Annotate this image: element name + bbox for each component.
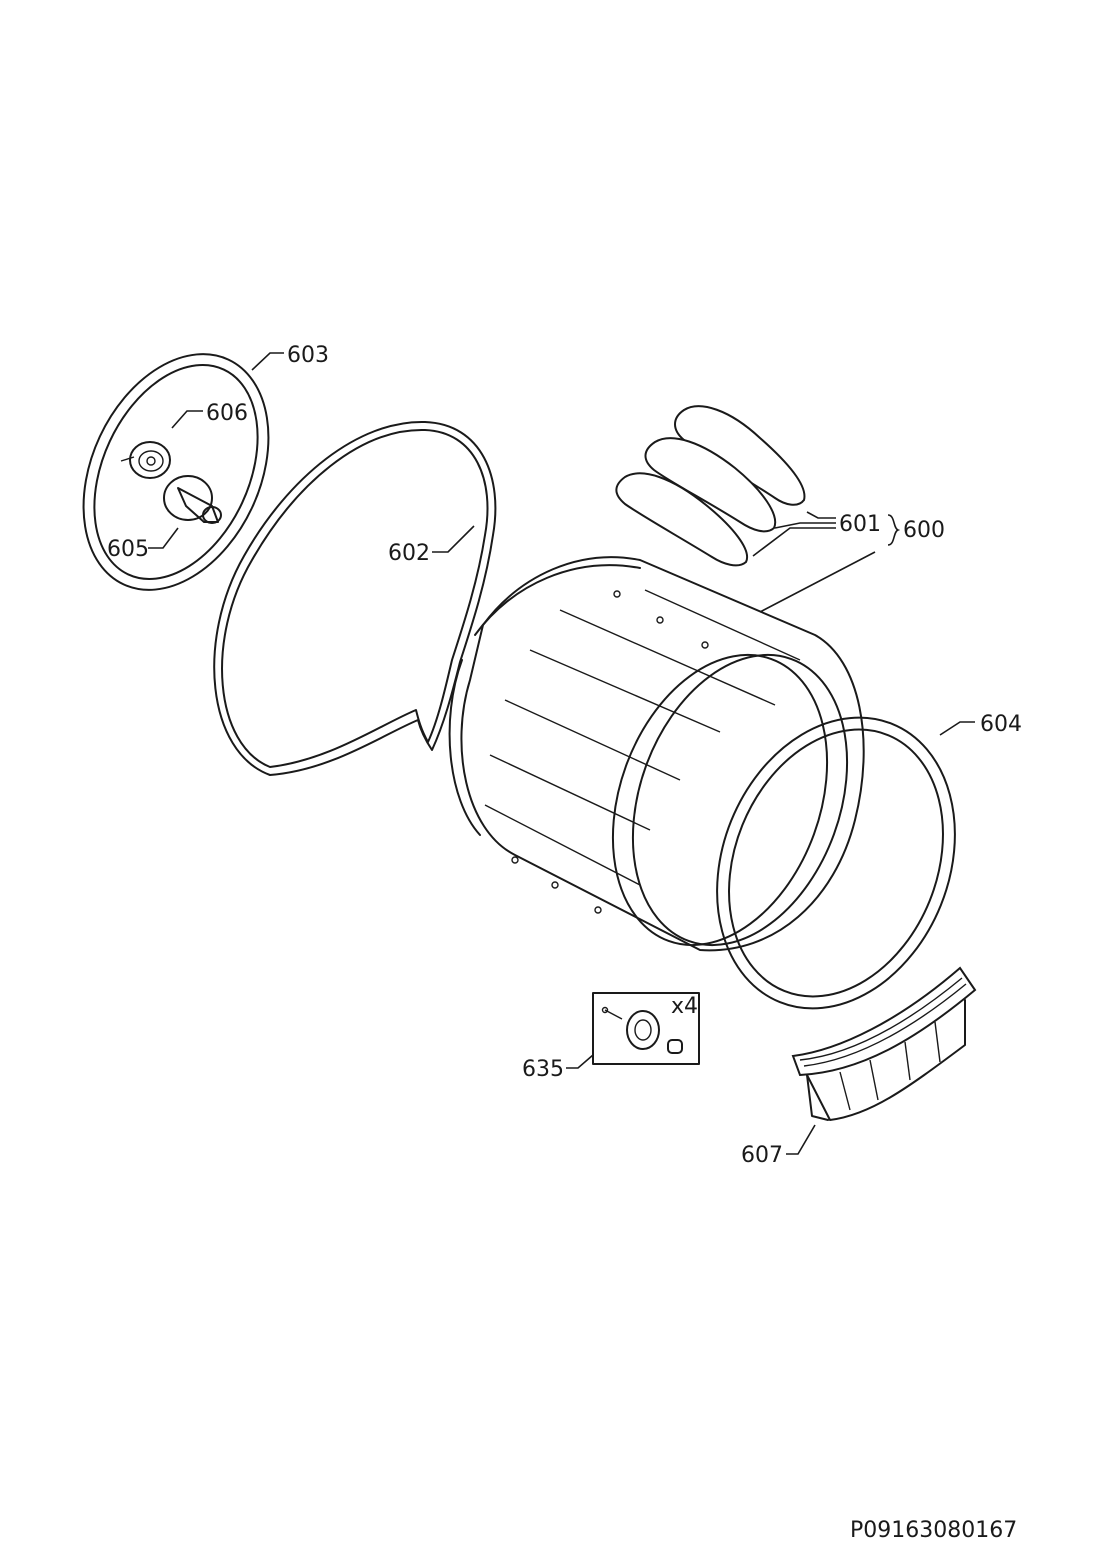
part-635-roller-kit [592,992,700,1065]
label-601: 601 [839,512,881,537]
diagram-code: P09163080167 [850,1518,1017,1543]
part-602-seal [213,420,497,776]
part-606-bearing [120,441,171,479]
label-602: 602 [388,541,430,566]
label-607: 607 [741,1143,783,1168]
leader-lines [148,352,975,1155]
part-603-rear-disc [82,353,270,591]
label-600: 600 [903,518,945,543]
label-635: 635 [522,1057,564,1082]
label-605: 605 [107,537,149,562]
part-607-filter [791,966,977,1121]
part-605-shaft [163,475,222,524]
part-601-lifters [615,405,806,567]
label-quantity: x4 [671,994,698,1019]
label-603: 603 [287,343,329,368]
label-606: 606 [206,401,248,426]
drum [448,556,865,952]
part-604-front-ring [716,716,956,1010]
label-604: 604 [980,712,1022,737]
